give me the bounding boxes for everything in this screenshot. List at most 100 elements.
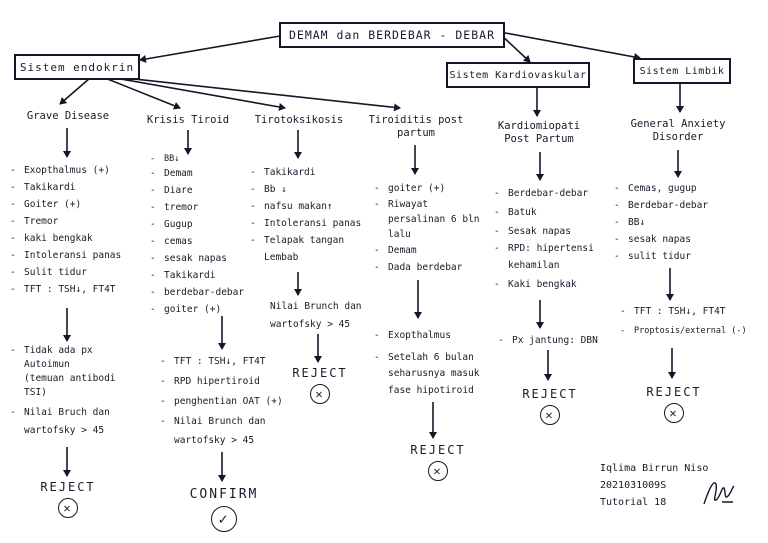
group-box-limbik: Sistem Limbik [633,58,731,84]
finding-item: -berdebar-debar [150,287,245,298]
finding-item: -Cemas, gugup [614,183,697,194]
author-block: Iqlima Birrun Niso 2021031009S Tutorial … [600,460,708,511]
verdict-label-postpartum: REJECT [410,443,466,457]
finding-item: -sesak napas [150,253,227,264]
verdict-label-kardiomiopati: REJECT [522,387,578,401]
finding-item: -Telapak tangan [250,235,345,246]
details-postpartum: -Exopthalmus -Setelah 6 bulan seharusnya… [374,326,480,400]
finding-item: Lembab [264,252,299,263]
details-kardiomiopati: -Px jantung: DBN [498,332,598,349]
disease-heading-krisis: Krisis Tiroid [146,114,230,126]
finding-item: -Demam [150,168,193,179]
verdict-grave: REJECT ✕ [26,480,110,518]
detail-item: -RPD hipertiroid [160,376,260,387]
title-box: DEMAM dan BERDEBAR - DEBAR [279,22,505,48]
author-nim: 2021031009S [600,480,667,491]
finding-item: -Takikardi [250,167,316,178]
finding-item: -Bb ↓ [250,184,287,195]
finding-item: -BB↓ [150,154,180,164]
finding-item: kehamilan [508,260,560,271]
findings-gad: -Cemas, gugup -Berdebar-debar -BB↓ -sesa… [614,180,708,265]
detail-item: -Px jantung: DBN [498,335,598,346]
detail-item: seharusnya masuk [388,368,480,379]
detail-item: Nilai Brunch dan [270,301,362,312]
finding-item: -Dada berdebar [374,262,463,273]
finding-item: -Batuk [494,207,537,218]
finding-item: -RPD: hipertensi [494,243,594,254]
details-grave: -Tidak ada px Autoimun (temuan antibodi … [10,344,116,440]
finding-item: -Sulit tidur [10,267,87,278]
group-label-endokrin: Sistem endokrin [19,60,135,74]
check-icon: ✓ [211,506,237,532]
verdict-tirotoksikosis: REJECT ✕ [282,366,358,404]
finding-item: -Berdebar-debar [494,188,589,199]
finding-item: persalinan 6 bln [388,214,480,225]
finding-item: -Intoleransi panas [250,218,362,229]
author-tutorial: Tutorial 18 [600,497,667,508]
edge-title-endokrin [139,35,281,63]
detail-item: -Nilai Bruch dan [10,407,110,418]
detail-item: -Proptosis/external (-) [620,326,747,336]
finding-item: -goiter (+) [374,183,446,194]
finding-item: -Kaki bengkak [494,279,577,290]
group-label-kardio: Sistem Kardiovaskular [449,69,587,81]
group-box-endokrin: Sistem endokrin [14,54,140,80]
detail-item: -Exopthalmus [374,330,451,341]
detail-item: -Tidak ada px [10,345,93,356]
details-gad: -TFT : TSH↓, FT4T -Proptosis/external (-… [620,302,747,340]
finding-item: -Demam [374,245,417,256]
finding-item: -Diare [150,185,193,196]
finding-item: -Gugup [150,219,193,230]
detail-item: -penghentian OAT (+) [160,396,283,407]
author-name: Iqlima Birrun Niso [600,463,709,474]
finding-item: -goiter (+) [150,304,222,315]
verdict-krisis: CONFIRM ✓ [176,487,272,532]
diagram-title: DEMAM dan BERDEBAR - DEBAR [288,28,495,42]
detail-item: -TFT : TSH↓, FT4T [620,306,726,317]
findings-tirotoksikosis: -Takikardi -Bb ↓ -nafsu makan↑ -Intolera… [250,164,361,266]
detail-item: Autoimun [24,359,70,370]
reject-icon: ✕ [310,384,330,404]
verdict-kardiomiopati: REJECT ✕ [510,387,590,425]
finding-item: -Berdebar-debar [614,200,709,211]
detail-item: (temuan antibodi [24,373,116,384]
finding-item: -Goiter (+) [10,199,82,210]
findings-krisis: -BB↓ -Demam -Diare -tremor -Gugup -cemas… [150,154,244,318]
detail-item: fase hipotiroid [388,385,474,396]
edge-endokrin-grave [59,77,91,105]
finding-item: -TFT : TSH↓, FT4T [10,284,116,295]
detail-item: TSI) [24,387,47,398]
details-krisis: -TFT : TSH↓, FT4T -RPD hipertiroid -peng… [160,352,283,450]
detail-item: wartofsky > 45 [174,435,255,446]
verdict-gad: REJECT ✕ [634,385,714,423]
finding-item: -tremor [150,202,199,213]
disease-heading-kardiomiopati: Kardiomiopati Post Partum [497,120,581,145]
finding-item: -BB↓ [614,217,646,228]
finding-item: -Sesak napas [494,226,571,237]
reject-icon: ✕ [428,461,448,481]
verdict-label-gad: REJECT [646,385,702,399]
reject-icon: ✕ [664,403,684,423]
verdict-label-tirotoksikosis: REJECT [292,366,348,380]
disease-heading-tirotoksikosis: Tirotoksikosis [254,114,344,126]
finding-item: -sulit tidur [614,251,691,262]
disease-heading-grave: Grave Disease [26,110,110,122]
finding-item: -sesak napas [614,234,691,245]
finding-item: lalu [388,229,411,240]
disease-heading-postpartum: Tiroiditis post partum [368,114,464,139]
group-label-limbik: Sistem Limbik [639,65,725,77]
detail-item: wartofsky > 45 [270,319,351,330]
detail-item: -Setelah 6 bulan [374,352,474,363]
edge-endokrin-krisis [104,77,181,110]
finding-item: -Intoleransi panas [10,250,122,261]
detail-item: -Nilai Brunch dan [160,416,266,427]
detail-item: wartofsky > 45 [24,425,105,436]
detail-item: -TFT : TSH↓, FT4T [160,356,266,367]
finding-item: -Takikardi [10,182,76,193]
findings-grave: -Exopthalmus (+) -Takikardi -Goiter (+) … [10,162,121,298]
findings-postpartum: -goiter (+) -Riwayat persalinan 6 bln la… [374,180,480,276]
group-box-kardio: Sistem Kardiovaskular [446,62,590,88]
finding-item: -cemas [150,236,193,247]
